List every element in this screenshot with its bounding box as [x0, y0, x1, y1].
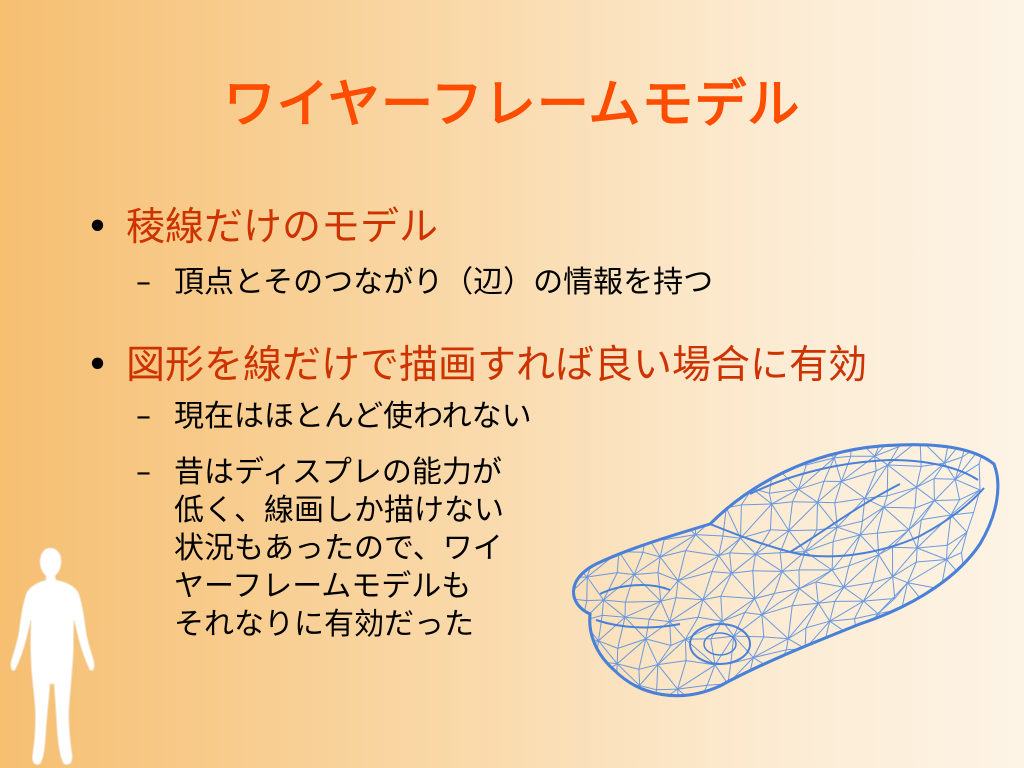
bullet-2: • 図形を線だけで描画すれば良い場合に有効 — [86, 334, 867, 390]
bullet-1: • 稜線だけのモデル — [86, 196, 438, 252]
sub-bullet-2-2: – 昔はディスプレの能力が 低く、線画しか描けない 状況もあったので、ワイ ヤー… — [136, 454, 504, 644]
wireframe-car-icon — [572, 443, 1000, 698]
sub-bullet-1-1: – 頂点とそのつながり（辺）の情報を持つ — [136, 264, 713, 302]
sub-marker: – — [136, 265, 151, 300]
sub-bullet-2-2-line-3: 状況もあったので、ワイ — [174, 531, 503, 566]
sub-bullet-1-1-text: 頂点とそのつながり（辺）の情報を持つ — [174, 265, 714, 300]
sub-bullet-2-2-line-1: 昔はディスプレの能力が — [174, 455, 502, 490]
sub-bullet-2-2-line-4: ヤーフレームモデルも — [174, 569, 472, 604]
bullet-marker: • — [86, 343, 110, 388]
sub-marker: – — [136, 399, 151, 434]
bullet-2-text: 図形を線だけで描画すれば良い場合に有効 — [126, 343, 868, 388]
bullet-1-text: 稜線だけのモデル — [126, 205, 439, 250]
sub-bullet-2-2-line-2: 低く、線画しか描けない — [174, 493, 504, 528]
sub-bullet-2-1-text: 現在はほとんど使われない — [174, 399, 532, 434]
human-silhouette-icon — [10, 547, 95, 765]
sub-bullet-2-2-line-5: それなりに有効だった — [174, 607, 474, 642]
bullet-marker: • — [86, 205, 110, 250]
slide-title: ワイヤーフレームモデル — [223, 75, 801, 135]
sub-bullet-2-1: – 現在はほとんど使われない — [136, 398, 532, 436]
sub-marker: – — [136, 455, 151, 490]
